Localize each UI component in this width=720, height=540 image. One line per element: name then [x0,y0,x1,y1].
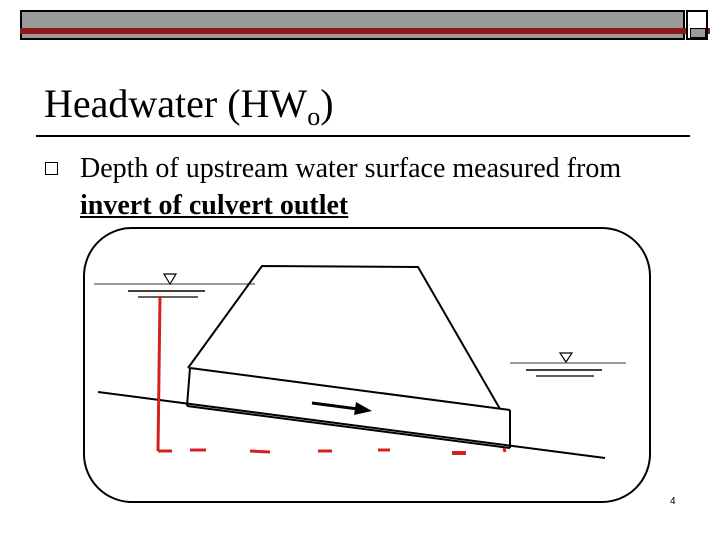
bullet-emphasis: invert of culvert outlet [80,190,349,221]
culvert-inlet-face [186,367,191,407]
slide-title: Headwater (HWo) [44,80,334,141]
upstream-water-level-icon [162,273,178,286]
headwater-datum-dash [502,447,507,453]
title-subscript: o [307,102,321,131]
flow-arrow-shaft [311,401,359,411]
title-underline [36,135,690,137]
bullet-lead: Depth of upstream water surface measured… [80,153,622,184]
title-suffix: ) [320,81,334,126]
corner-decor-box [686,10,708,40]
headwater-datum-dash [249,449,271,454]
diagram-frame [83,227,651,503]
title-main: Headwater (HW [44,81,308,126]
hollow-square-bullet-icon [45,162,58,175]
page-number: 4 [670,496,676,507]
top-decor-bar [20,10,685,40]
flow-arrow-icon [354,402,372,415]
culvert-diagram [83,227,651,503]
culvert-bottom [186,405,511,449]
channel-bed [97,391,606,459]
culvert-top [189,367,511,411]
embankment-outline [187,264,501,410]
downstream-water-level-icon [558,352,574,364]
headwater-depth-line [156,295,162,452]
top-accent-stripe [20,28,710,34]
bullet-text: Depth of upstream water surface measured… [80,150,680,224]
